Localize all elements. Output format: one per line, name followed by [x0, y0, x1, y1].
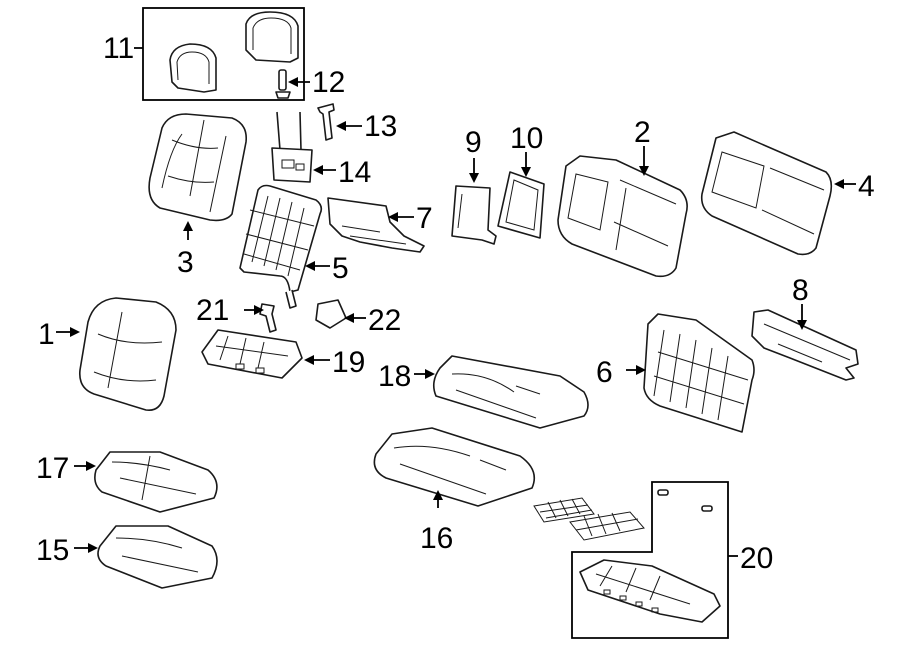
callout-22: 22	[368, 304, 401, 337]
arrowhead-14	[313, 165, 323, 175]
part-10-panel	[497, 171, 545, 239]
part-18-rear-cushion	[432, 355, 589, 429]
part-4-rear-seatback-cover	[700, 131, 833, 256]
callout-14: 14	[338, 156, 371, 189]
part-1-seatback	[78, 297, 177, 412]
callout-7: 7	[416, 202, 433, 235]
arrowhead-3	[183, 221, 193, 231]
headrest-group-box	[142, 7, 305, 101]
part-20-cushion-tray	[579, 559, 721, 623]
callout-3: 3	[177, 246, 194, 279]
arrowhead-21	[254, 305, 264, 315]
callout-1: 1	[38, 318, 55, 351]
part-20-box	[571, 481, 729, 639]
arrowhead-10	[521, 167, 531, 177]
callout-19: 19	[332, 346, 365, 379]
callout-10: 10	[510, 122, 543, 155]
callout-6: 6	[596, 356, 613, 389]
callout-18: 18	[378, 360, 411, 393]
callout-15: 15	[36, 534, 69, 567]
part-3-seatback-cover	[148, 113, 248, 222]
callout-11: 11	[103, 32, 134, 65]
callout-21: 21	[196, 294, 229, 327]
part-grid-pads	[533, 497, 645, 541]
part-9-panel	[451, 185, 497, 245]
part-8-panel	[751, 309, 859, 381]
arrowhead-4	[834, 179, 844, 189]
callout-13: 13	[364, 110, 397, 143]
part-5-seatback-frame	[239, 184, 323, 309]
callout-8: 8	[792, 274, 809, 307]
callout-20: 20	[740, 542, 773, 575]
part-16-rear-cushion	[373, 427, 536, 507]
arrowhead-5	[305, 261, 315, 271]
arrowhead-1	[70, 327, 80, 337]
arrowhead-13	[336, 121, 346, 131]
arrowhead-15	[88, 543, 98, 553]
arrowhead-8	[797, 320, 807, 330]
part-22-bracket	[315, 299, 347, 329]
callout-2: 2	[634, 116, 651, 149]
part-17-cushion-cover	[94, 451, 218, 513]
part-19-cushion-frame	[201, 329, 303, 379]
part-13-clip	[317, 103, 335, 141]
part-15-cushion	[97, 525, 218, 589]
arrowhead-19	[304, 355, 314, 365]
part-20-pins	[657, 489, 713, 512]
arrowhead-9	[469, 173, 479, 183]
part-12-guide	[275, 69, 291, 99]
part-11-headrest-right	[245, 11, 299, 63]
callout-4: 4	[858, 170, 875, 203]
callout-17: 17	[36, 452, 69, 485]
arrowhead-17	[86, 461, 96, 471]
callout-5: 5	[332, 252, 349, 285]
arrowhead-18	[425, 369, 435, 379]
arrowhead-7	[388, 212, 398, 222]
arrowhead-2	[639, 166, 649, 176]
part-2-rear-seatback-cover	[557, 155, 688, 278]
arrowhead-6	[636, 365, 646, 375]
callout-16: 16	[420, 522, 453, 555]
part-14-bracket	[271, 111, 313, 183]
part-11-headrest-left	[169, 43, 217, 93]
arrowhead-12	[288, 77, 298, 87]
part-7-panel	[327, 197, 425, 253]
part-21-clip	[259, 303, 277, 333]
arrowhead-16	[433, 490, 443, 500]
callout-12: 12	[312, 66, 345, 99]
callout-9: 9	[465, 126, 482, 159]
arrowhead-22	[344, 313, 354, 323]
part-6-rear-seatback-frame	[643, 313, 755, 433]
